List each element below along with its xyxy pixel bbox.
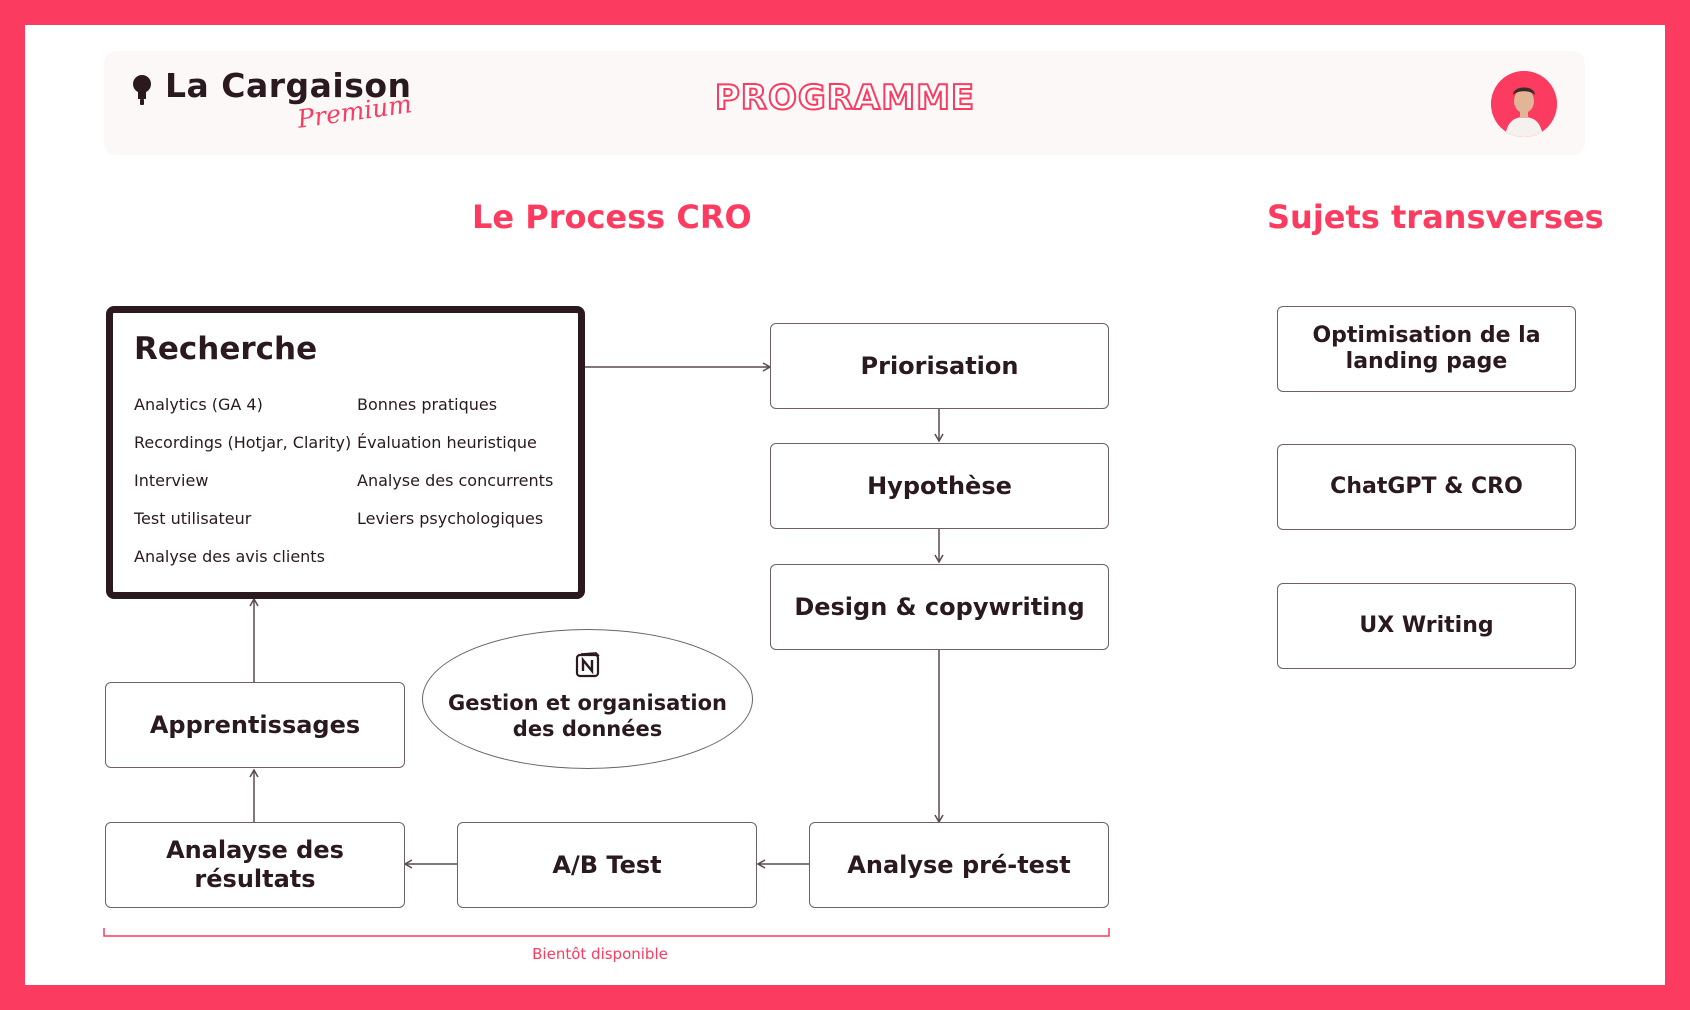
data-management-label: Gestion et organisation des données <box>423 690 752 742</box>
step-recherche[interactable]: Recherche Analytics (GA 4) Recordings (H… <box>106 306 585 599</box>
recherche-title: Recherche <box>134 331 318 367</box>
data-management-line1: Gestion et organisation <box>448 691 727 715</box>
process-section-title: Le Process CRO <box>472 198 752 236</box>
step-label: A/B Test <box>552 850 662 879</box>
avatar[interactable] <box>1491 71 1557 137</box>
lightbulb-icon <box>133 75 151 105</box>
brand-logo[interactable]: La Cargaison Premium <box>131 66 414 136</box>
logo-wordmark: La Cargaison <box>165 66 412 105</box>
recherche-list-right: Bonnes pratiques Évaluation heuristique … <box>357 395 553 547</box>
list-item: Interview <box>134 471 209 490</box>
step-design-copywriting[interactable]: Design & copywriting <box>770 564 1109 650</box>
list-item: Leviers psychologiques <box>357 509 544 528</box>
step-ab-test[interactable]: A/B Test <box>457 822 757 908</box>
recherche-list-left: Analytics (GA 4) Recordings (Hotjar, Cla… <box>134 395 351 585</box>
topic-ux-writing[interactable]: UX Writing <box>1277 583 1576 669</box>
step-label: Apprentissages <box>149 710 361 739</box>
step-apprentissages[interactable]: Apprentissages <box>105 682 405 768</box>
topic-label: UX Writing <box>1359 612 1494 638</box>
topic-optimisation-landing-page[interactable]: Optimisation de la landing page <box>1277 306 1576 392</box>
list-item: Recordings (Hotjar, Clarity) <box>134 433 352 452</box>
step-priorisation[interactable]: Priorisation <box>770 323 1109 409</box>
step-hypothese[interactable]: Hypothèse <box>770 443 1109 529</box>
step-label: Design & copywriting <box>794 592 1085 621</box>
header-bar <box>104 51 1585 155</box>
step-analyse-resultats[interactable]: Analayse des résultats <box>105 822 405 908</box>
list-item: Test utilisateur <box>134 509 252 528</box>
list-item: Analyse des concurrents <box>357 471 554 490</box>
transverse-section-title: Sujets transverses <box>1267 198 1604 236</box>
step-label: Priorisation <box>860 351 1019 380</box>
step-label: Analyse pré-test <box>847 850 1071 879</box>
coming-soon-label: Bientôt disponible <box>532 945 668 963</box>
topic-label: Optimisation de la landing page <box>1312 322 1541 374</box>
step-analyse-pre-test[interactable]: Analyse pré-test <box>809 822 1109 908</box>
step-label: Hypothèse <box>867 471 1012 500</box>
list-item: Analytics (GA 4) <box>134 395 263 414</box>
topic-chatgpt-cro[interactable]: ChatGPT & CRO <box>1277 444 1576 530</box>
topic-label: ChatGPT & CRO <box>1330 473 1523 499</box>
notion-icon <box>575 652 600 678</box>
list-item: Bonnes pratiques <box>357 395 498 414</box>
list-item: Évaluation heuristique <box>357 433 537 452</box>
list-item: Analyse des avis clients <box>134 547 325 566</box>
data-management-node[interactable]: Gestion et organisation des données <box>422 629 753 769</box>
step-label: Analayse des résultats <box>166 836 344 893</box>
data-management-line2: des données <box>512 717 663 741</box>
page-title: PROGRAMME <box>714 77 976 119</box>
person-avatar-icon <box>1491 71 1557 137</box>
